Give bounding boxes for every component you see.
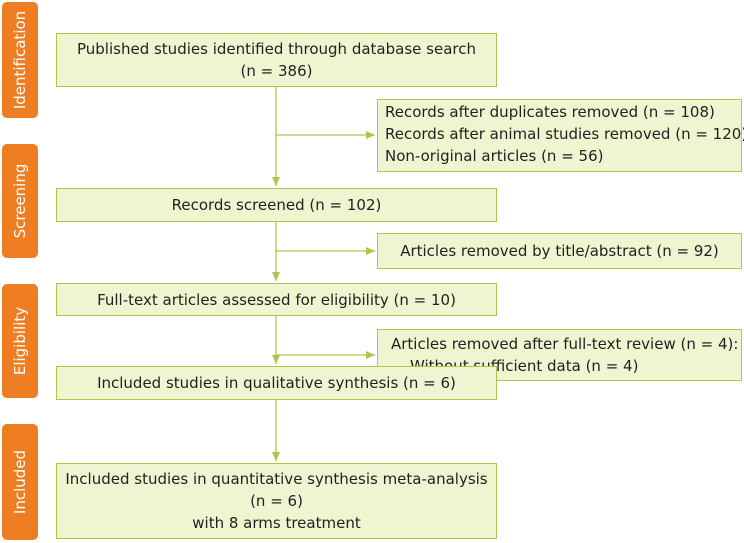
quantitative-count: (n = 6) xyxy=(250,492,303,510)
screened-box: Records screened (n = 102) xyxy=(56,188,497,222)
non-original-text: Non-original articles (n = 56) xyxy=(385,147,604,165)
stage-tab-screening: Screening xyxy=(2,144,38,258)
quantitative-box: Included studies in quantitative synthes… xyxy=(56,463,497,539)
stage-tab-included: Included xyxy=(2,424,38,540)
removed2-box: Articles removed by title/abstract (n = … xyxy=(377,233,742,269)
fulltext-text: Full-text articles assessed for eligibil… xyxy=(97,290,456,309)
removed1-box: Records after duplicates removed (n = 10… xyxy=(377,99,744,172)
identified-text: Published studies identified through dat… xyxy=(77,40,476,58)
removed-title-abstract-text: Articles removed by title/abstract (n = … xyxy=(400,242,719,260)
fulltext-box: Full-text articles assessed for eligibil… xyxy=(56,283,497,316)
quantitative-arms: with 8 arms treatment xyxy=(192,514,361,532)
identified-box: Published studies identified through dat… xyxy=(56,33,497,87)
stage-tab-identification: Identification xyxy=(2,2,38,118)
screened-text: Records screened (n = 102) xyxy=(171,196,382,214)
removed-animal-text: Records after animal studies removed (n … xyxy=(385,125,744,143)
qualitative-text: Included studies in qualitative synthesi… xyxy=(97,374,456,392)
quantitative-text: Included studies in quantitative synthes… xyxy=(65,470,488,488)
removed-fulltext-text: Articles removed after full-text review … xyxy=(391,335,739,353)
removed-duplicates-text: Records after duplicates removed (n = 10… xyxy=(385,103,715,121)
stage-tab-eligibility: Eligibility xyxy=(2,284,38,398)
qualitative-box: Included studies in qualitative synthesi… xyxy=(56,366,497,400)
identified-count: (n = 386) xyxy=(240,62,313,80)
